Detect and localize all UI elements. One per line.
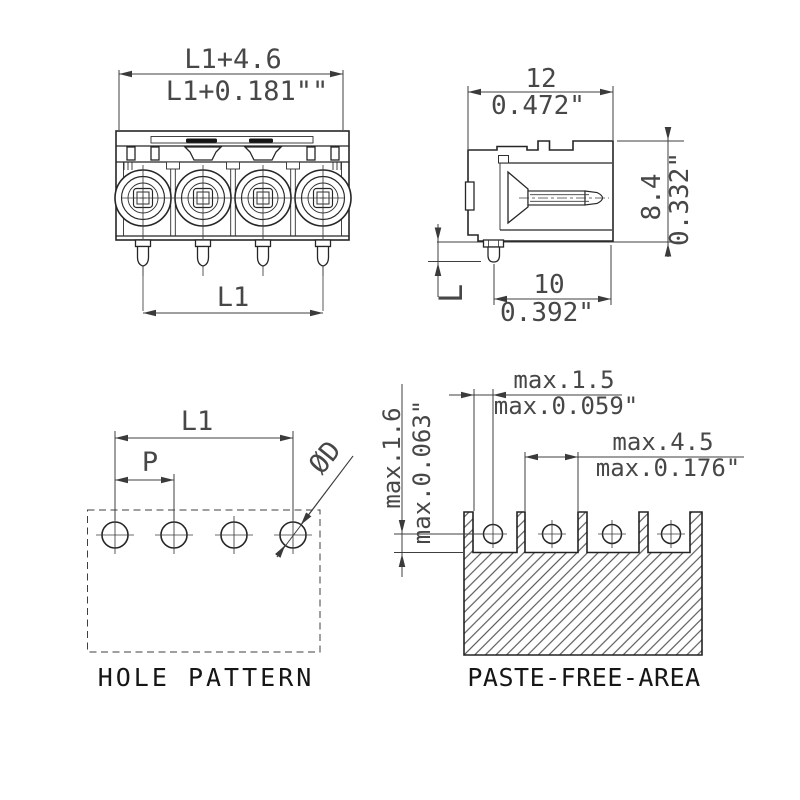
- paste-free-region: [463, 511, 703, 656]
- marking-print: [186, 138, 217, 143]
- side-span-dimension: 10 0.392": [493, 245, 612, 328]
- drill-hole-3: [214, 515, 254, 555]
- hole-span-dimension: L1: [114, 406, 294, 520]
- dim-side-height-inch: 0.332": [665, 152, 695, 246]
- dim-web-inch: max.0.059": [494, 392, 639, 420]
- drill-hole-1: [95, 515, 135, 555]
- pin-funnel: [507, 170, 529, 225]
- pad-hole-1: [478, 519, 508, 549]
- pin-length-dimension: L: [428, 224, 481, 303]
- dim-front-pin-span: L1: [217, 282, 250, 313]
- side-depth-dimension: 12 0.472": [467, 64, 614, 149]
- drill-hole-2: [154, 515, 194, 555]
- dim-front-width-inch: L1+0.181"": [166, 76, 329, 107]
- paste-free-area-caption: PASTE-FREE-AREA: [467, 663, 700, 692]
- dim-side-span-mm: 10: [533, 270, 564, 300]
- dim-side-depth-mm: 12: [525, 64, 556, 94]
- dim-pin-length: L: [432, 284, 470, 303]
- front-width-dimension: L1+4.6 L1+0.181"": [118, 44, 344, 130]
- connector-side-body: [464, 140, 614, 263]
- dim-depth-inch: max.0.063": [408, 400, 436, 545]
- front-pin-span-dimension: L1: [142, 267, 324, 317]
- dim-depth-mm: max.1.6: [378, 407, 406, 508]
- side-view: 12 0.472" 8.4 0.332" 10 0.392" L: [428, 64, 695, 328]
- dim-hole-span: L1: [181, 406, 214, 437]
- dim-side-span-inch: 0.392": [500, 298, 594, 328]
- side-height-dimension: 8.4 0.332": [617, 127, 695, 257]
- dim-gap-inch: max.0.176": [596, 454, 741, 482]
- pad-hole-3: [597, 519, 627, 549]
- dim-hole-pitch: P: [142, 447, 158, 478]
- dim-hole-diameter: ØD: [303, 435, 348, 480]
- marking-print: [249, 138, 273, 143]
- hole-pitch-dimension: P: [115, 447, 175, 520]
- dim-side-height-mm: 8.4: [637, 174, 667, 221]
- side-solder-pin: [487, 246, 501, 263]
- pad-hole-2: [537, 519, 567, 549]
- pad-hole-4: [656, 519, 686, 549]
- dim-web-mm: max.1.5: [513, 366, 614, 394]
- solder-pin-3: [254, 239, 272, 277]
- dim-side-depth-inch: 0.472": [491, 91, 585, 121]
- front-view: L1+4.6 L1+0.181"": [114, 44, 352, 317]
- depth-dimension: max.1.6 max.0.063": [378, 384, 483, 577]
- web-width-dimension: max.1.5 max.0.059": [449, 366, 638, 524]
- hole-pattern-view: L1 P ØD HOLE PATTERN: [87, 406, 354, 692]
- pcb-outline-dashed: [87, 509, 321, 653]
- connector-front-body: [114, 130, 352, 277]
- solder-pin-2: [194, 239, 212, 277]
- side-latch: [464, 181, 475, 211]
- paste-free-area-view: max.1.5 max.0.059" max.4.5 max.0.176" ma…: [378, 366, 744, 692]
- dim-front-width-mm: L1+4.6: [184, 44, 282, 75]
- gap-width-dimension: max.4.5 max.0.176": [524, 428, 744, 511]
- hole-pattern-caption: HOLE PATTERN: [98, 663, 315, 692]
- dim-gap-mm: max.4.5: [612, 428, 713, 456]
